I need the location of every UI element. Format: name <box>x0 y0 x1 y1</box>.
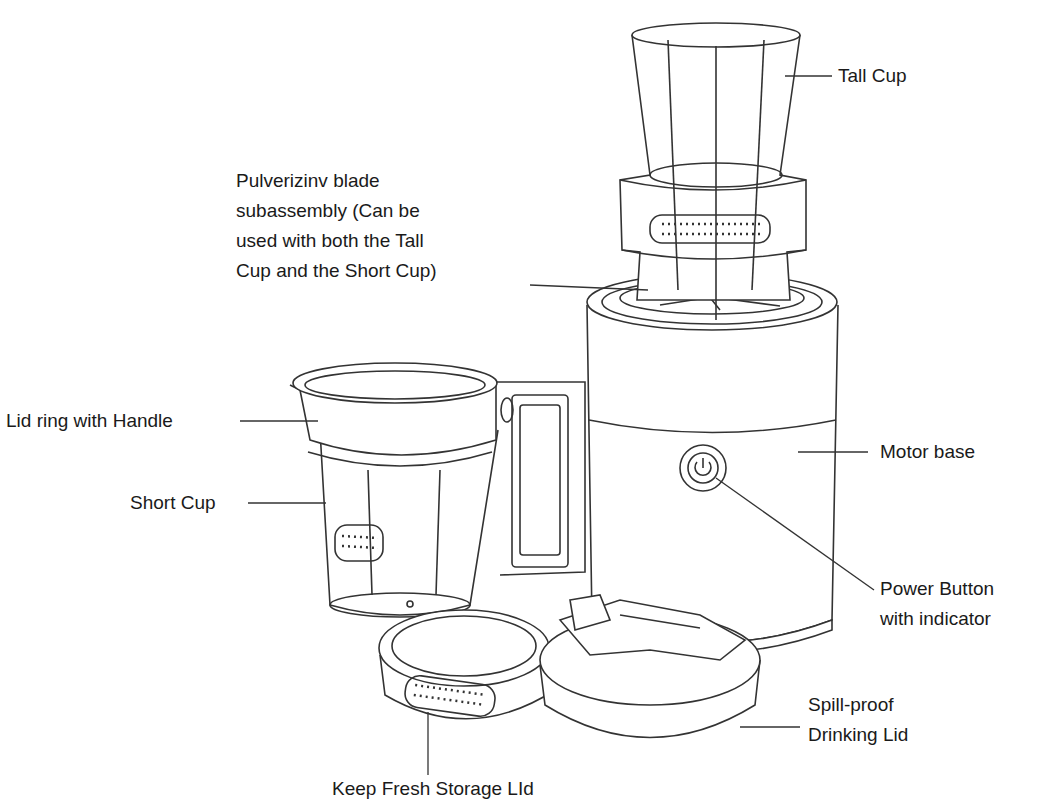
drinking-lid-drawing <box>540 595 760 738</box>
part-label: Motor base <box>880 437 1030 467</box>
motor-base-drawing <box>587 274 838 653</box>
part-label: Keep Fresh Storage LId <box>332 774 632 804</box>
tall-cup-drawing <box>620 23 806 320</box>
part-label: Short Cup <box>130 488 250 518</box>
part-label: Tall Cup <box>838 61 1018 91</box>
part-label: Power Button with indicator <box>880 574 1015 634</box>
storage-lid-drawing <box>379 610 555 719</box>
short-cup-drawing <box>290 363 585 617</box>
part-label: Pulverizinv blade subassembly (Can be us… <box>236 166 451 286</box>
part-label: Spill-proof Drinking Lid <box>808 690 933 750</box>
part-label: Lid ring with Handle <box>6 406 246 436</box>
